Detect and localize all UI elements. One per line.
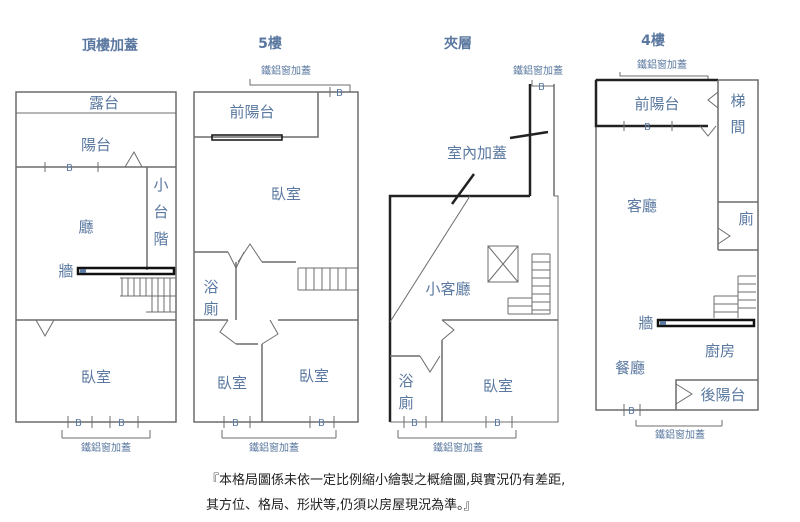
svg-text:B: B: [644, 122, 651, 133]
floor-roof: 頂樓加蓋 露台 陽台 B 小 台 階 廳 牆 臥室: [15, 37, 177, 454]
mezz-window-label-bottom: 鐵鋁窗加蓋: [433, 441, 483, 454]
f4-living-label: 客廳: [627, 197, 657, 215]
roof-balcony-label: 陽台: [81, 136, 111, 154]
f4-stairwell-1: 梯: [730, 92, 745, 110]
f5-outline: [193, 91, 359, 423]
disclaimer-line-1: 『本格局圖係未依一定比例縮小繪製之概繪圖,與實況仍有差距,: [206, 473, 566, 488]
mezz-addition-outline: [388, 194, 530, 422]
f5-staircase: [297, 267, 358, 291]
mezz-small-living-label: 小客廳: [425, 280, 470, 298]
svg-text:B: B: [232, 418, 239, 429]
f4-front-balcony-label: 前陽台: [634, 95, 679, 113]
roof-small-stairs-1: 小: [153, 176, 168, 194]
svg-text:B: B: [494, 418, 501, 429]
roof-small-stairs-3: 階: [153, 230, 168, 248]
f4-toilet-label: 廁: [738, 210, 753, 228]
f5-bath-1: 浴: [203, 278, 218, 296]
svg-text:B: B: [628, 406, 635, 417]
svg-text:B: B: [538, 82, 545, 93]
svg-text:B: B: [336, 88, 343, 99]
floor-4: 4樓 鐵鋁窗加蓋 前陽台 梯 間 B 客廳 廁 牆 餐廳 廚房: [594, 32, 759, 441]
mezz-skylight: [487, 245, 519, 283]
roof-bottom-window: [67, 416, 139, 428]
mezz-window-label-top: 鐵鋁窗加蓋: [513, 64, 563, 77]
roof-wall-bar: [76, 266, 176, 276]
f5-bottom-window: [223, 416, 335, 428]
f5-bath-2: 廁: [203, 300, 218, 318]
roof-hall-label: 廳: [78, 218, 93, 236]
mezz-indoor-addition-label: 室內加蓋: [447, 144, 507, 162]
roof-bedroom-label: 臥室: [81, 368, 111, 386]
f4-staircase: [713, 275, 756, 318]
f4-bottom-window: [623, 404, 641, 416]
roof-staircase: [120, 277, 176, 313]
svg-text:B: B: [411, 418, 418, 429]
roof-window-marker: B: [66, 163, 73, 174]
f5-front-balcony-label: 前陽台: [229, 103, 274, 121]
svg-text:B: B: [118, 418, 125, 429]
roof-wall-label: 牆: [58, 262, 73, 280]
f4-rear-balcony-label: 後陽台: [700, 386, 745, 404]
floor-title-mezz: 夾層: [444, 35, 472, 52]
mezz-bottom-window: [403, 416, 513, 428]
f4-dining-label: 餐廳: [615, 359, 645, 377]
f5-window-label-bottom: 鐵鋁窗加蓋: [249, 441, 299, 454]
f5-window-label-top: 鐵鋁窗加蓋: [261, 64, 311, 77]
disclaimer-line-2: 其方位、格局、形狀等,仍須以房屋現況為準。』: [206, 498, 477, 513]
f5-front-balcony-wall: [194, 92, 319, 138]
f4-window-label-top: 鐵鋁窗加蓋: [637, 58, 687, 71]
roof-bedroom-door: [35, 319, 55, 338]
roof-terrace-label: 露台: [89, 94, 119, 112]
f4-window-label-bottom: 鐵鋁窗加蓋: [655, 428, 705, 441]
f4-kitchen-label: 廚房: [705, 342, 735, 360]
floor-mezzanine: 夾層 鐵鋁窗加蓋 B 室內加蓋 小客廳 浴 廁 臥室: [388, 35, 563, 454]
mezz-bath-2: 廁: [398, 394, 413, 412]
roof-window-label: 鐵鋁窗加蓋: [81, 441, 131, 454]
roof-small-stairs-2: 台: [153, 203, 168, 221]
floor-title-5f: 5樓: [258, 35, 282, 52]
svg-text:B: B: [318, 418, 325, 429]
f4-stairwell-2: 間: [730, 118, 745, 136]
floor-5: 5樓 鐵鋁窗加蓋 B 前陽台 臥室 浴 廁 臥室 臥室: [193, 35, 359, 454]
f5-bedroom-left-label: 臥室: [217, 374, 247, 392]
mezz-staircase: [507, 253, 551, 315]
floor-title-4f: 4樓: [641, 32, 665, 49]
f5-bedroom-right-label: 臥室: [299, 367, 329, 385]
svg-text:B: B: [75, 418, 82, 429]
roof-door-swing: [124, 150, 143, 168]
f4-wall-label: 牆: [638, 314, 653, 332]
mezz-bath-1: 浴: [398, 372, 413, 390]
f4-wall-bar: [656, 318, 756, 328]
mezz-bedroom-label: 臥室: [483, 377, 513, 395]
f5-bedroom-main-label: 臥室: [271, 185, 301, 203]
floor-title-roof: 頂樓加蓋: [82, 37, 138, 54]
